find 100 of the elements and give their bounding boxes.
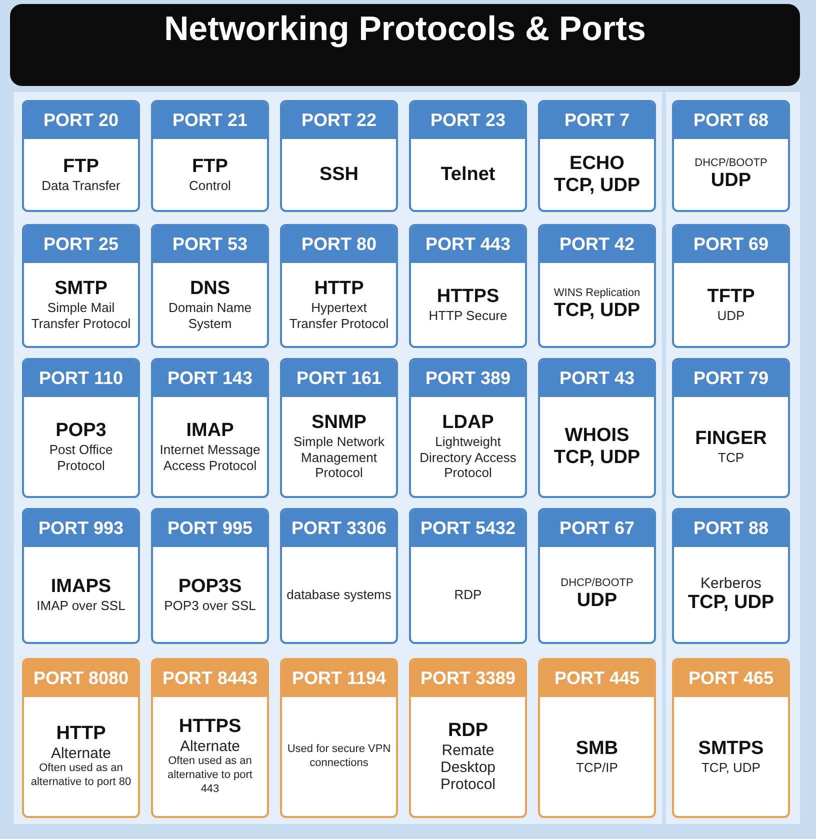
port-number-header: PORT 25	[24, 226, 138, 263]
port-card	[538, 658, 656, 818]
port-card	[409, 508, 527, 644]
protocol-name: HTTPS	[436, 286, 500, 308]
protocol-name: FTP	[192, 156, 228, 178]
port-card	[672, 508, 790, 644]
port-card	[22, 508, 140, 644]
protocol-description: HTTP Secure	[428, 308, 508, 324]
port-number-header: PORT 79	[674, 360, 788, 397]
protocol-name: RDP	[448, 720, 488, 742]
protocol-name: DNS	[190, 278, 230, 300]
protocol-name: TFTP	[707, 286, 755, 308]
protocol-name: TCP, UDP	[554, 446, 640, 468]
port-number-header: PORT 23	[411, 102, 525, 139]
port-number-header: PORT 389	[411, 360, 525, 397]
port-number-header: PORT 68	[674, 102, 788, 139]
port-card	[672, 658, 790, 818]
port-card	[409, 224, 527, 348]
port-number-header: PORT 110	[24, 360, 138, 397]
protocol-description: Alternate	[50, 745, 112, 762]
protocol-description: POP3 over SSL	[164, 598, 256, 614]
port-number-header: PORT 995	[153, 510, 267, 547]
port-card	[538, 508, 656, 644]
protocol-description: TCP/IP	[576, 760, 618, 776]
port-number-header: PORT 69	[674, 226, 788, 263]
protocol-description: Often used as an alternative to port 80	[30, 762, 132, 790]
port-number-header: PORT 3306	[282, 510, 396, 547]
protocol-name: SNMP	[312, 412, 366, 434]
protocol-description: DHCP/BOOTP	[694, 156, 768, 170]
port-card	[538, 224, 656, 348]
protocol-description: RDP	[454, 586, 482, 602]
port-number-header: PORT 22	[282, 102, 396, 139]
port-number-header: PORT 5432	[411, 510, 525, 547]
port-number-header: PORT 88	[674, 510, 788, 547]
port-card	[280, 100, 398, 212]
port-card	[151, 358, 269, 498]
protocol-description: Data Transfer	[42, 178, 120, 194]
protocol-description: Hypertext Transfer Protocol	[288, 300, 390, 332]
protocol-name: TCP, UDP	[554, 300, 640, 322]
protocol-description: Kerberos	[700, 575, 762, 592]
port-number-header: PORT 8443	[153, 660, 267, 697]
port-card	[409, 658, 527, 818]
port-card	[280, 358, 398, 498]
protocol-description: TCP, UDP	[701, 760, 760, 776]
protocol-description: Often used as an alternative to port 443	[166, 755, 254, 797]
port-number-header: PORT 993	[24, 510, 138, 547]
protocol-description: Simple Mail Transfer Protocol	[30, 300, 132, 332]
port-card	[22, 358, 140, 498]
port-number-header: PORT 8080	[24, 660, 138, 697]
protocol-description: UDP	[717, 308, 745, 324]
port-card	[151, 100, 269, 212]
protocol-name: UDP	[576, 590, 618, 612]
port-card	[409, 100, 527, 212]
port-number-header: PORT 67	[540, 510, 654, 547]
protocol-name: LDAP	[442, 412, 494, 434]
port-card	[280, 508, 398, 644]
port-number-header: PORT 42	[540, 226, 654, 263]
port-number-header: PORT 80	[282, 226, 396, 263]
port-card	[151, 224, 269, 348]
protocol-name: UDP	[710, 170, 752, 192]
port-number-header: PORT 21	[153, 102, 267, 139]
protocol-description: Domain Name System	[167, 300, 253, 332]
protocol-name: SMTPS	[698, 738, 764, 760]
port-card	[672, 358, 790, 498]
protocol-description: Simple Network Management Protocol	[292, 434, 386, 481]
port-card	[672, 224, 790, 348]
protocol-name: HTTPS	[178, 716, 242, 738]
protocol-description: WINS Replication	[554, 286, 640, 300]
protocol-name: IMAP	[186, 420, 234, 442]
protocol-name: POP3S	[178, 576, 242, 598]
port-number-header: PORT 161	[282, 360, 396, 397]
protocol-description: TCP	[718, 450, 744, 466]
protocol-name: WHOIS	[564, 424, 630, 446]
port-number-header: PORT 3389	[411, 660, 525, 697]
protocol-name: HTTP	[56, 723, 106, 746]
protocol-name: Telnet	[440, 164, 496, 186]
protocol-name: TCP, UDP	[554, 174, 640, 196]
port-card	[538, 358, 656, 498]
port-number-header: PORT 7	[540, 102, 654, 139]
protocol-name: SSH	[319, 164, 359, 186]
port-card	[22, 224, 140, 348]
protocol-name: TCP, UDP	[688, 592, 774, 614]
protocol-name: SMB	[576, 738, 618, 760]
port-number-header: PORT 1194	[282, 660, 396, 697]
protocol-name: ECHO	[570, 152, 624, 174]
protocol-name: FTP	[63, 156, 99, 178]
protocol-description: Internet Message Access Protocol	[158, 442, 262, 474]
port-card	[538, 100, 656, 212]
port-card	[22, 658, 140, 818]
port-number-header: PORT 465	[674, 660, 788, 697]
port-card	[151, 658, 269, 818]
protocol-name: POP3	[56, 420, 106, 442]
port-card	[280, 658, 398, 818]
title: Networking Protocols & Ports	[163, 10, 647, 49]
protocol-name: SMTP	[54, 278, 108, 300]
port-card	[409, 358, 527, 498]
protocol-name: HTTP	[314, 278, 364, 300]
protocol-description: Remate Desktop Protocol	[439, 742, 497, 793]
protocol-description: Used for secure VPN connections	[286, 742, 392, 770]
protocol-name: IMAPS	[50, 576, 112, 598]
